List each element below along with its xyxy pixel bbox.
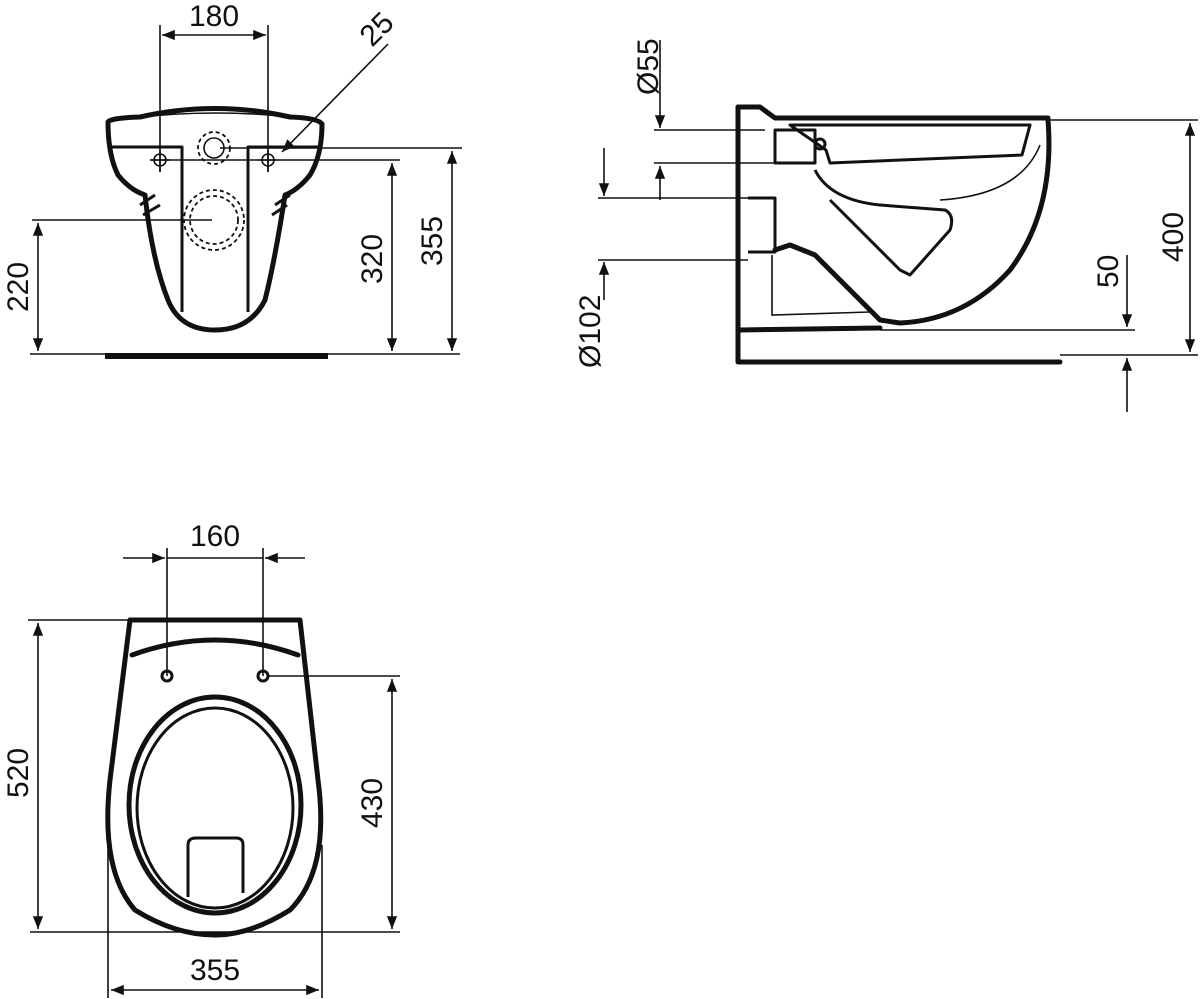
top-trap-outlet bbox=[186, 836, 245, 897]
side-inlet bbox=[773, 128, 817, 165]
dim-seat-hole-to-front: 430 bbox=[356, 778, 389, 828]
dim-waste-diameter: Ø102 bbox=[574, 295, 607, 368]
dim-width: 355 bbox=[190, 954, 240, 987]
front-rim-right bbox=[246, 145, 318, 312]
dim-waste-height: 220 bbox=[2, 262, 35, 312]
side-outlet bbox=[748, 196, 777, 254]
dim-inlet-height: 355 bbox=[416, 216, 449, 266]
dim-bolt-hole: 25 bbox=[354, 6, 401, 53]
dim-bolt-spacing: 180 bbox=[189, 0, 239, 33]
side-bowl-outline bbox=[772, 117, 1052, 326]
dim-height: 400 bbox=[1157, 212, 1190, 262]
side-rim bbox=[788, 123, 1032, 165]
top-bowl-outline bbox=[105, 617, 324, 938]
dim-floor-clearance: 50 bbox=[1092, 255, 1125, 288]
side-view: Ø55 Ø102 400 50 bbox=[574, 38, 1198, 412]
dim-bolt-height: 320 bbox=[356, 234, 389, 284]
side-wall-bracket bbox=[735, 104, 1063, 365]
dim-length: 520 bbox=[2, 748, 35, 798]
front-view: 180 25 220 320 355 bbox=[2, 0, 462, 359]
front-bowl-outline bbox=[105, 106, 325, 333]
top-view: 160 520 430 355 bbox=[2, 520, 400, 998]
dim-seat-hole-spacing: 160 bbox=[190, 520, 240, 553]
top-bowl-opening bbox=[126, 694, 304, 916]
dim-inlet-diameter: Ø55 bbox=[632, 38, 665, 95]
top-back-curve bbox=[129, 637, 301, 658]
side-trapway bbox=[813, 169, 954, 277]
front-rim-left bbox=[112, 145, 184, 312]
